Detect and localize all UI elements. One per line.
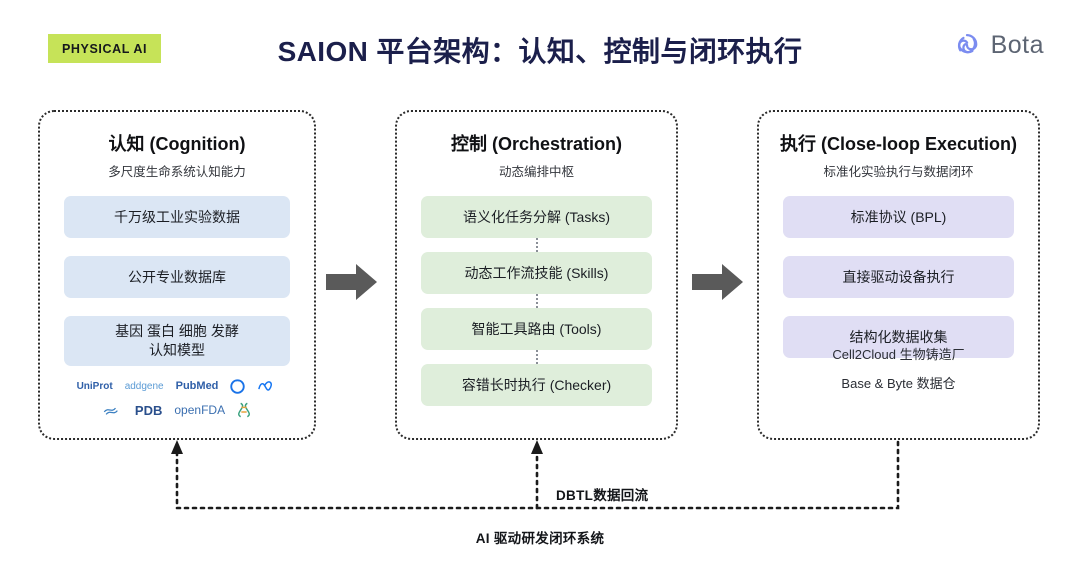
execution-note-1: Base & Byte 数据仓 xyxy=(841,376,956,391)
panel-execution: 执行 (Close-loop Execution) 标准化实验执行与数据闭环 标… xyxy=(757,110,1040,440)
panel-cognition-title-en: (Cognition) xyxy=(149,134,246,154)
card-label: 结构化数据收集 xyxy=(849,328,948,345)
panel-execution-title: 执行 (Close-loop Execution) xyxy=(759,130,1038,156)
loop-arrowhead-orchestration xyxy=(531,440,543,454)
connector-0 xyxy=(421,238,652,252)
dbtl-label: DBTL数据回流 xyxy=(556,488,649,503)
card-label: 基因 蛋白 细胞 发酵认知模型 xyxy=(115,323,239,358)
card-cognition-1[interactable]: 公开专业数据库 xyxy=(64,256,290,298)
pdb-logo: PDB xyxy=(134,402,163,418)
panel-orchestration-subtitle: 动态编排中枢 xyxy=(498,165,574,179)
panel-cognition-header: 认知 (Cognition) 多尺度生命系统认知能力 xyxy=(40,112,314,180)
ncbi-icon xyxy=(103,407,118,415)
panel-execution-cards: 标准协议 (BPL) 直接驱动设备执行 结构化数据收集 xyxy=(759,196,1038,358)
card-label: 语义化任务分解 (Tasks) xyxy=(463,208,610,225)
card-label: 动态工作流技能 (Skills) xyxy=(464,264,609,281)
page-title: SAION 平台架构：认知、控制与闭环执行 xyxy=(277,36,803,67)
panel-orchestration-cards: 语义化任务分解 (Tasks) 动态工作流技能 (Skills) 智能工具路由 … xyxy=(397,196,676,406)
openfda-logo: openFDA xyxy=(174,403,226,417)
execution-note-0: Cell2Cloud 生物铸造厂 xyxy=(832,347,965,362)
addgene-logo: addgene xyxy=(124,380,164,392)
card-execution-1[interactable]: 直接驱动设备执行 xyxy=(783,256,1014,298)
panel-cognition-subtitle: 多尺度生命系统认知能力 xyxy=(108,165,246,179)
panel-cognition: 认知 (Cognition) 多尺度生命系统认知能力 千万级工业实验数据 公开专… xyxy=(38,110,316,440)
card-label: 公开专业数据库 xyxy=(128,268,226,285)
meta-infinity-icon xyxy=(258,381,273,391)
card-label: 标准协议 (BPL) xyxy=(850,208,947,225)
dna-helix-icon xyxy=(238,402,251,418)
logo-row-1: UniProt addgene PubMed xyxy=(56,376,298,396)
bota-spiral-icon xyxy=(957,33,977,54)
card-orchestration-1[interactable]: 动态工作流技能 (Skills) xyxy=(421,252,652,294)
bota-swirl-icon xyxy=(230,378,246,394)
connector-2 xyxy=(421,350,652,364)
panel-cognition-cards: 千万级工业实验数据 公开专业数据库 基因 蛋白 细胞 发酵认知模型 xyxy=(40,196,314,366)
panel-execution-subtitle: 标准化实验执行与数据闭环 xyxy=(823,165,974,179)
bota-logo-text: Bota xyxy=(990,30,1044,59)
card-execution-0[interactable]: 标准协议 (BPL) xyxy=(783,196,1014,238)
bota-logo: Bota xyxy=(950,28,1044,62)
card-orchestration-3[interactable]: 容错长时执行 (Checker) xyxy=(421,364,652,406)
panel-orchestration: 控制 (Orchestration) 动态编排中枢 语义化任务分解 (Tasks… xyxy=(395,110,678,440)
system-caption: AI 驱动研发闭环系统 xyxy=(475,531,605,546)
card-label: 千万级工业实验数据 xyxy=(114,208,240,225)
panel-orchestration-title-cn: 控制 xyxy=(450,134,487,154)
connector-1 xyxy=(421,294,652,308)
panel-cognition-title-cn: 认知 xyxy=(108,134,145,154)
panel-orchestration-title-en: (Orchestration) xyxy=(491,134,623,154)
panel-orchestration-title: 控制 (Orchestration) xyxy=(397,130,676,156)
card-label: 容错长时执行 (Checker) xyxy=(461,376,612,393)
uniprot-logo: UniProt xyxy=(76,380,113,392)
panel-execution-title-cn: 执行 xyxy=(779,134,816,154)
panel-orchestration-header: 控制 (Orchestration) 动态编排中枢 xyxy=(397,112,676,180)
execution-notes: Cell2Cloud 生物铸造厂 Base & Byte 数据仓 xyxy=(759,344,1038,402)
card-label: 直接驱动设备执行 xyxy=(842,268,955,285)
card-cognition-2[interactable]: 基因 蛋白 细胞 发酵认知模型 xyxy=(64,316,290,366)
panel-execution-title-en: (Close-loop Execution) xyxy=(821,134,1018,154)
cognition-datasource-logos: UniProt addgene PubMed PDB openFDA xyxy=(40,376,314,420)
physical-ai-badge: PHYSICAL AI xyxy=(48,34,161,63)
card-execution-2[interactable]: 结构化数据收集 xyxy=(783,316,1014,358)
loop-arrowhead-cognition xyxy=(171,440,183,454)
panel-cognition-title: 认知 (Cognition) xyxy=(40,130,314,156)
logo-row-2: PDB openFDA xyxy=(56,400,298,420)
card-orchestration-0[interactable]: 语义化任务分解 (Tasks) xyxy=(421,196,652,238)
card-orchestration-2[interactable]: 智能工具路由 (Tools) xyxy=(421,308,652,350)
panel-execution-header: 执行 (Close-loop Execution) 标准化实验执行与数据闭环 xyxy=(759,112,1038,180)
card-cognition-0[interactable]: 千万级工业实验数据 xyxy=(64,196,290,238)
pubmed-logo: PubMed xyxy=(175,380,219,392)
arrow-cognition-to-orchestration xyxy=(326,264,377,300)
loop-path-to-cognition xyxy=(175,440,900,510)
card-label: 智能工具路由 (Tools) xyxy=(471,320,602,337)
arrow-orchestration-to-execution xyxy=(692,264,743,300)
